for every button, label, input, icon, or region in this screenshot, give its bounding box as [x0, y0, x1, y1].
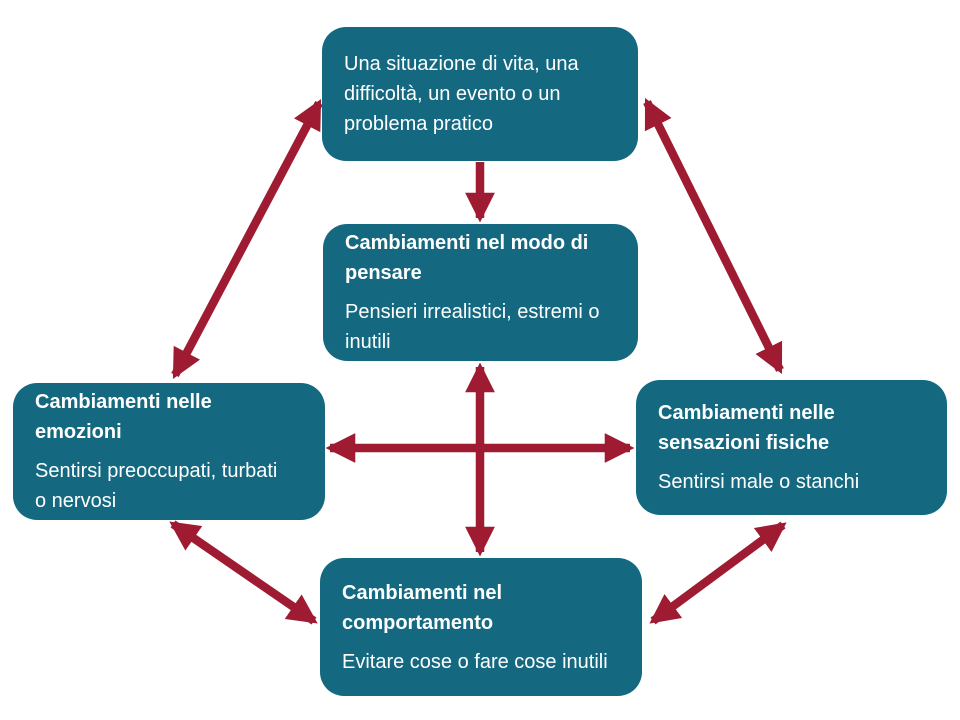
- node-emotions-title: Cambiamenti nelle emozioni: [35, 391, 212, 443]
- node-physical-title: Cambiamenti nelle sensazioni fisiche: [658, 402, 835, 454]
- arrow-situation-physical: [643, 98, 784, 374]
- node-behavior: Cambiamenti nel comportamento Evitare co…: [320, 558, 642, 696]
- node-physical-text: Sentirsi male o stanchi: [658, 471, 860, 493]
- node-physical: Cambiamenti nelle sensazioni fisiche Sen…: [636, 380, 947, 515]
- node-thoughts: Cambiamenti nel modo di pensare Pensieri…: [323, 224, 638, 361]
- node-emotions-text: Sentirsi preoccupati, turbati o nervosi: [35, 460, 278, 512]
- node-behavior-title: Cambiamenti nel comportamento: [342, 581, 503, 634]
- node-emotions: Cambiamenti nelle emozioni Sentirsi preo…: [13, 383, 325, 520]
- arrow-situation-emotions: [171, 99, 323, 379]
- node-situation-text: Una situazione di vita, una difficoltà, …: [344, 53, 579, 135]
- node-situation: Una situazione di vita, una difficoltà, …: [322, 27, 638, 161]
- arrow-physical-behavior: [649, 521, 787, 625]
- node-thoughts-title: Cambiamenti nel modo di pensare: [345, 232, 589, 284]
- node-thoughts-text: Pensieri irrealistici, estremi o inutili: [345, 301, 600, 353]
- node-behavior-text: Evitare cose o fare cose inutili: [342, 650, 608, 673]
- arrow-emotions-behavior: [169, 520, 318, 625]
